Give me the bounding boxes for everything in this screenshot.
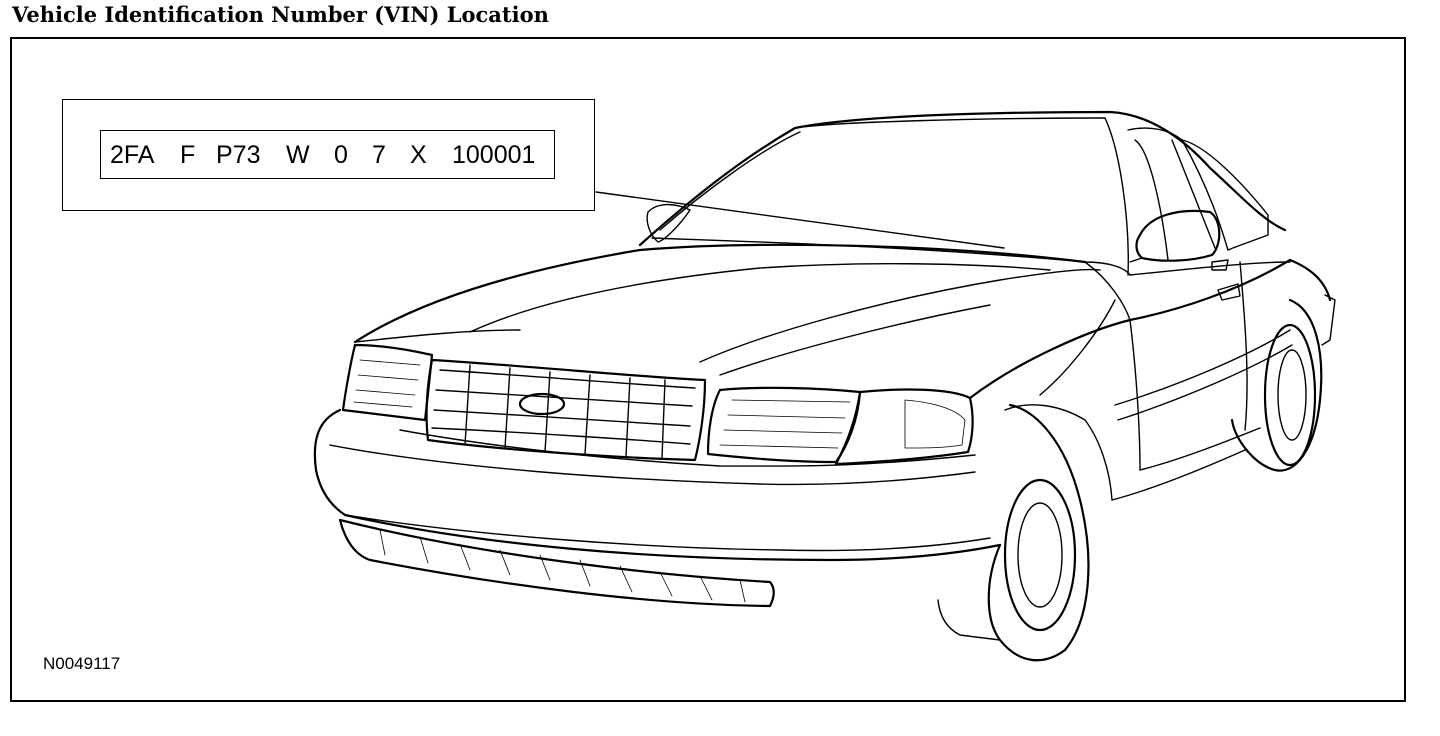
figure-id: N0049117 (43, 654, 121, 673)
vin-segment-plant: X (410, 141, 427, 169)
page-title: Vehicle Identification Number (VIN) Loca… (12, 2, 549, 27)
leader-line (595, 191, 1005, 249)
vin-segment-engine: W (286, 141, 310, 169)
vin-segment-serial: 100001 (452, 141, 536, 169)
vin-segment-model-year: 7 (372, 141, 386, 169)
vin-segment-wmi: 2FA (110, 141, 155, 169)
vin-segment-restraint: F (180, 141, 196, 169)
vin-plate (100, 130, 555, 179)
figure-frame (10, 37, 1406, 702)
vin-segment-check-digit: 0 (334, 141, 348, 169)
vin-segment-line-series-body: P73 (216, 141, 261, 169)
